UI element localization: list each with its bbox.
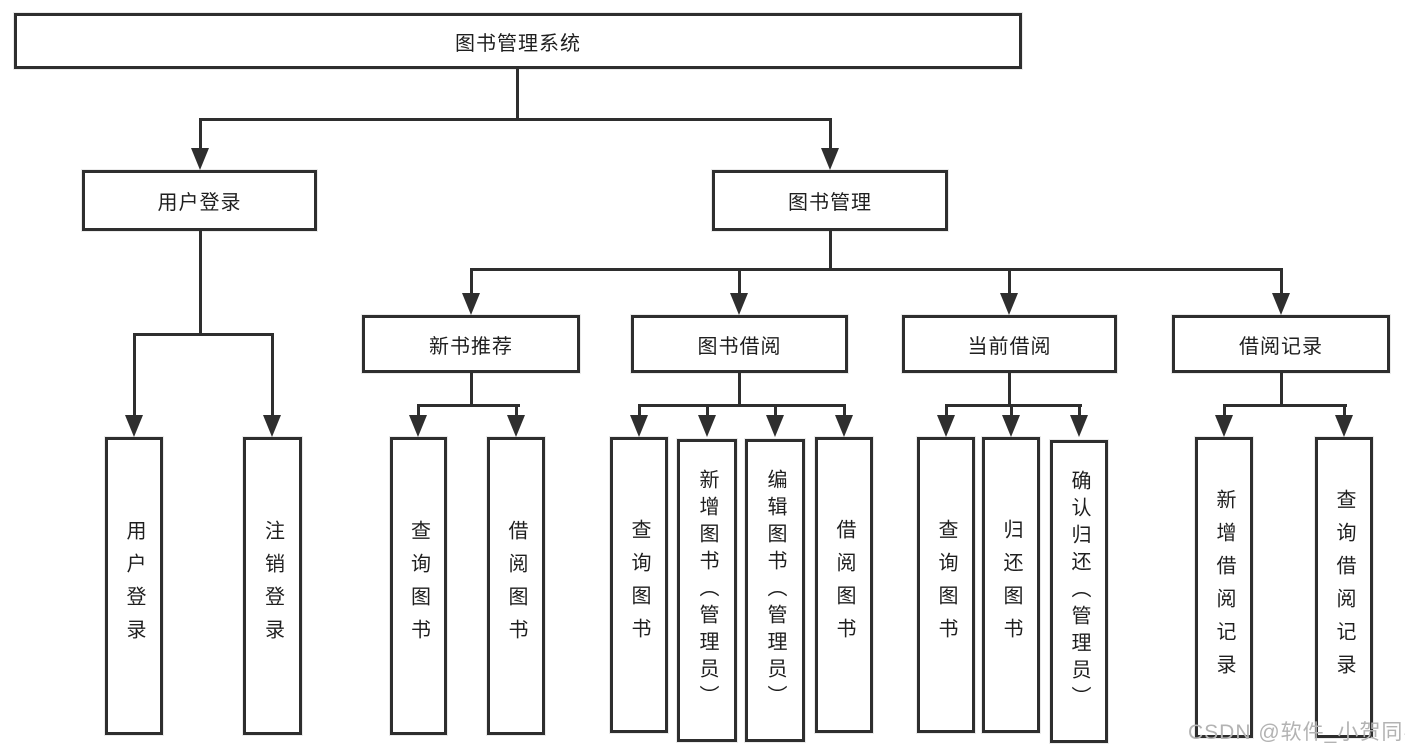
leaf-user-login: 用户登录 xyxy=(105,437,163,735)
leaf-nb-query-books-label: 查询图书 xyxy=(407,520,430,652)
node-new-book-recommend: 新书推荐 xyxy=(362,315,580,373)
leaf-bb-add-books-admin-label: 新增图书（管理员） xyxy=(696,469,718,712)
connector-arrowhead xyxy=(1000,293,1018,315)
connector-line xyxy=(1279,373,1283,405)
connector-line xyxy=(737,271,741,293)
connector-line xyxy=(1222,404,1347,407)
connector-arrowhead xyxy=(263,415,281,437)
connector-arrowhead xyxy=(835,415,853,437)
connector-arrowhead xyxy=(630,415,648,437)
leaf-logout-label: 注销登录 xyxy=(261,520,284,652)
connector-line xyxy=(1077,407,1081,416)
connector-line xyxy=(944,404,1082,407)
connector-arrowhead xyxy=(1070,415,1088,437)
connector-arrowhead xyxy=(409,415,427,437)
leaf-br-add-record-label: 新增借阅记录 xyxy=(1213,488,1235,687)
connector-line xyxy=(416,404,520,407)
leaf-cb-return-books-label: 归还图书 xyxy=(1000,519,1022,651)
connector-line xyxy=(132,333,274,336)
node-book-management: 图书管理 xyxy=(712,170,948,231)
leaf-cb-return-books: 归还图书 xyxy=(982,437,1040,733)
connector-line xyxy=(198,121,202,149)
leaf-nb-borrow-books-label: 借阅图书 xyxy=(505,520,527,652)
connector-arrowhead xyxy=(766,415,784,437)
connector-line xyxy=(469,271,473,293)
leaf-cb-query-books-label: 查询图书 xyxy=(935,519,957,651)
connector-arrowhead xyxy=(1002,415,1020,437)
leaf-bb-add-books-admin: 新增图书（管理员） xyxy=(677,439,737,742)
connector-line xyxy=(469,373,473,405)
connector-line xyxy=(773,407,777,416)
connector-line xyxy=(828,121,832,149)
leaf-br-query-record: 查询借阅记录 xyxy=(1315,437,1373,738)
connector-line xyxy=(198,118,832,121)
leaf-logout: 注销登录 xyxy=(243,437,302,735)
connector-line xyxy=(515,69,519,121)
connector-line xyxy=(637,404,846,407)
leaf-bb-query-books-label: 查询图书 xyxy=(628,519,650,651)
leaf-bb-borrow-books: 借阅图书 xyxy=(815,437,873,733)
leaf-bb-borrow-books-label: 借阅图书 xyxy=(833,519,855,651)
watermark: CSDN @软件_小贺同学 xyxy=(1188,721,1405,744)
connector-arrowhead xyxy=(1215,415,1233,437)
connector-arrowhead xyxy=(1335,415,1353,437)
node-book-borrow-label: 图书借阅 xyxy=(697,335,782,358)
connector-arrowhead xyxy=(698,415,716,437)
node-book-borrow: 图书借阅 xyxy=(631,315,848,373)
node-root: 图书管理系统 xyxy=(14,13,1022,69)
leaf-cb-confirm-return-admin: 确认归还（管理员） xyxy=(1050,440,1108,743)
node-new-book-recommend-label: 新书推荐 xyxy=(429,335,513,358)
leaf-br-query-record-label: 查询借阅记录 xyxy=(1333,488,1355,687)
connector-arrowhead xyxy=(462,293,480,315)
connector-line xyxy=(637,407,641,416)
connector-line xyxy=(705,407,709,416)
node-user-login: 用户登录 xyxy=(82,170,317,231)
connector-line xyxy=(842,407,846,416)
leaf-nb-borrow-books: 借阅图书 xyxy=(487,437,545,735)
connector-line xyxy=(132,336,136,415)
leaf-bb-edit-books-admin: 编辑图书（管理员） xyxy=(745,439,805,742)
connector-arrowhead xyxy=(507,415,525,437)
connector-line xyxy=(270,336,274,415)
connector-line xyxy=(1009,407,1013,416)
connector-line xyxy=(1007,373,1011,405)
node-root-label: 图书管理系统 xyxy=(455,32,581,55)
connector-arrowhead xyxy=(937,415,955,437)
connector-line xyxy=(1279,271,1283,293)
connector-line xyxy=(514,407,518,416)
connector-line xyxy=(944,407,948,416)
leaf-cb-query-books: 查询图书 xyxy=(917,437,975,733)
connector-line xyxy=(1222,407,1226,416)
connector-line xyxy=(416,407,420,416)
connector-line xyxy=(828,231,832,269)
node-current-borrow-label: 当前借阅 xyxy=(967,335,1052,358)
leaf-cb-confirm-return-admin-label: 确认归还（管理员） xyxy=(1068,470,1090,713)
node-borrow-records-label: 借阅记录 xyxy=(1239,335,1323,358)
connector-arrowhead xyxy=(730,293,748,315)
connector-arrowhead xyxy=(191,148,209,170)
connector-arrowhead xyxy=(1272,293,1290,315)
connector-line xyxy=(1342,407,1346,416)
connector-line xyxy=(469,268,1283,271)
node-current-borrow: 当前借阅 xyxy=(902,315,1117,373)
connector-arrowhead xyxy=(821,148,839,170)
leaf-bb-edit-books-admin-label: 编辑图书（管理员） xyxy=(764,469,786,712)
leaf-user-login-label: 用户登录 xyxy=(123,520,145,652)
node-book-management-label: 图书管理 xyxy=(788,192,872,214)
leaf-bb-query-books: 查询图书 xyxy=(610,437,668,733)
leaf-br-add-record: 新增借阅记录 xyxy=(1195,437,1253,738)
connector-line xyxy=(737,373,741,405)
leaf-nb-query-books: 查询图书 xyxy=(390,437,447,735)
node-borrow-records: 借阅记录 xyxy=(1172,315,1390,373)
connector-arrowhead xyxy=(125,415,143,437)
connector-line xyxy=(1007,271,1011,293)
connector-line xyxy=(198,231,202,334)
node-user-login-label: 用户登录 xyxy=(157,192,242,214)
